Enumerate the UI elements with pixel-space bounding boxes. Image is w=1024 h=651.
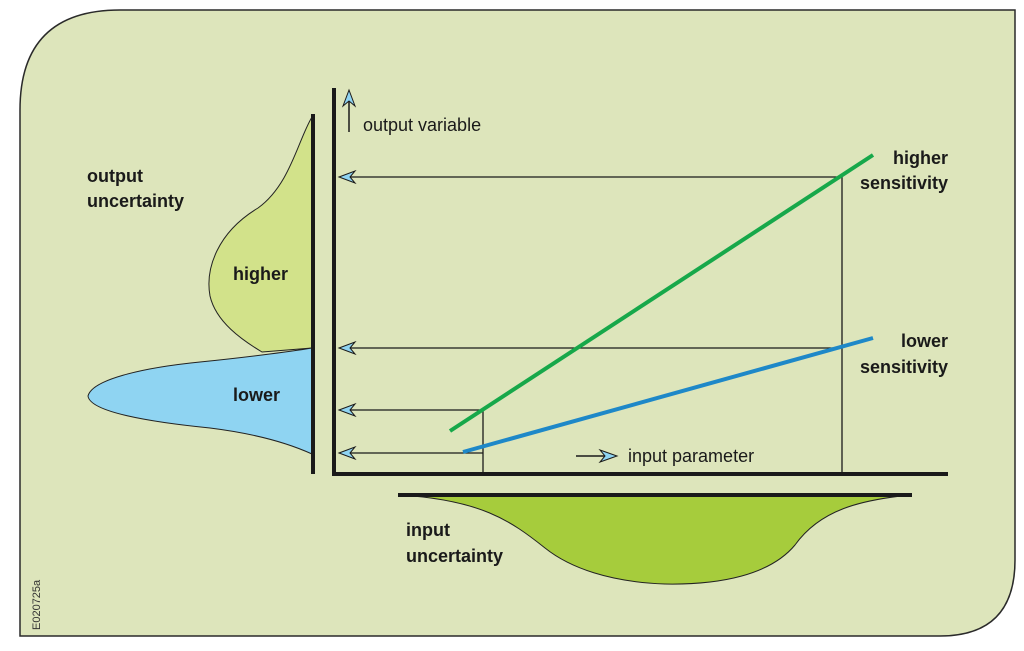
higher-sensitivity-label-line2: sensitivity — [860, 173, 948, 193]
lower-distribution-label: lower — [233, 385, 280, 405]
lower-sensitivity-label-line2: sensitivity — [860, 357, 948, 377]
higher-distribution-label: higher — [233, 264, 288, 284]
higher-sensitivity-line — [448, 153, 875, 433]
lower-sensitivity-label-line1: lower — [901, 331, 948, 351]
higher-sensitivity-label-line1: higher — [893, 148, 948, 168]
higher-output-distribution — [208, 115, 313, 353]
input-uncertainty-label-line1: input — [406, 520, 450, 540]
output-variable-label: output variable — [363, 115, 481, 135]
panel-background — [19, 9, 1016, 637]
figure-code-label: E020725a — [31, 579, 43, 630]
input-distribution — [399, 494, 911, 585]
lower-output-distribution — [87, 347, 313, 455]
input-uncertainty-label-line2: uncertainty — [406, 546, 503, 566]
arrow-right-icon — [598, 448, 619, 464]
input-parameter-label: input parameter — [628, 446, 754, 466]
output-uncertainty-label-line2: uncertainty — [87, 191, 184, 211]
lower-sensitivity-line — [462, 336, 874, 454]
output-uncertainty-label-line1: output — [87, 166, 143, 186]
arrow-up-icon — [341, 88, 357, 108]
arrow-left-icon — [337, 169, 357, 461]
